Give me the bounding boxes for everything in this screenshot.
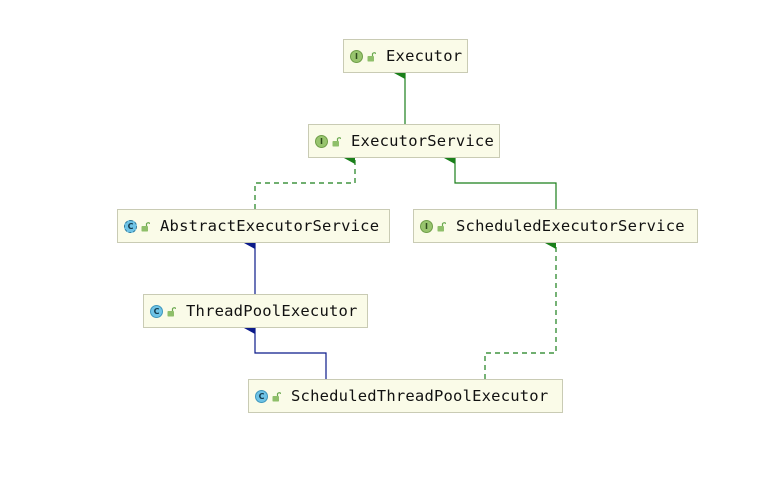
edge-scheduledexecutorservice-to-executorservice bbox=[444, 152, 557, 209]
interface-icon: I bbox=[315, 134, 328, 148]
class-icon: C bbox=[255, 389, 268, 403]
interface-icon: I bbox=[420, 219, 433, 233]
node-label: ScheduledExecutorService bbox=[456, 217, 685, 235]
node-executor[interactable]: I Executor bbox=[343, 39, 468, 73]
node-thread-pool-executor[interactable]: C ThreadPoolExecutor bbox=[143, 294, 368, 328]
interface-icon: I bbox=[350, 49, 363, 63]
edge-scheduledthreadpoolexecutor-to-threadpoolexecutor bbox=[244, 322, 327, 379]
node-executor-service[interactable]: I ExecutorService bbox=[308, 124, 500, 158]
open-lock-icon bbox=[367, 51, 376, 61]
open-lock-icon bbox=[332, 136, 341, 146]
open-lock-icon bbox=[167, 306, 176, 316]
open-lock-icon bbox=[272, 391, 281, 401]
node-abstract-executor-service[interactable]: C AbstractExecutorService bbox=[117, 209, 390, 243]
node-label: ThreadPoolExecutor bbox=[186, 302, 358, 320]
node-label: Executor bbox=[386, 47, 463, 65]
node-scheduled-thread-pool-executor[interactable]: C ScheduledThreadPoolExecutor bbox=[248, 379, 563, 413]
open-lock-icon bbox=[437, 221, 446, 231]
open-lock-icon bbox=[141, 221, 150, 231]
node-label: AbstractExecutorService bbox=[160, 217, 380, 235]
class-icon: C bbox=[150, 304, 163, 318]
abstract-class-icon: C bbox=[124, 219, 137, 233]
edge-scheduledthreadpoolexecutor-to-scheduledexecutorservice bbox=[484, 237, 557, 379]
node-label: ExecutorService bbox=[351, 132, 494, 150]
node-label: ScheduledThreadPoolExecutor bbox=[291, 387, 549, 405]
node-scheduled-executor-service[interactable]: I ScheduledExecutorService bbox=[413, 209, 698, 243]
edge-abstractexecutorservice-to-executorservice bbox=[254, 152, 356, 209]
